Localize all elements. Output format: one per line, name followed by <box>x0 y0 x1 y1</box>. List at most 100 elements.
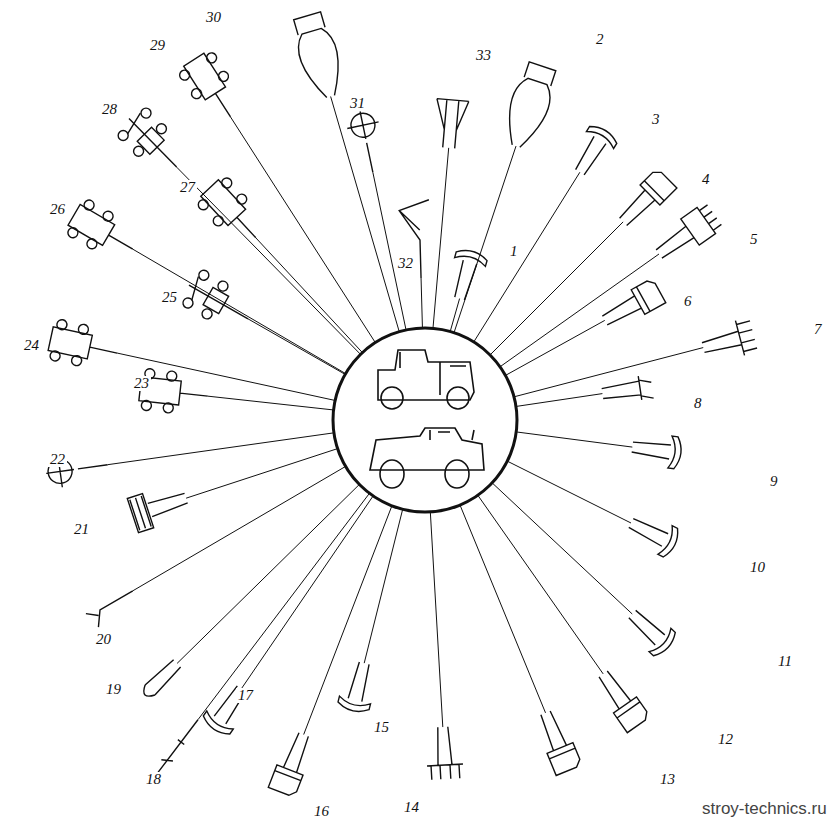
callout-number: 10 <box>748 560 767 575</box>
leader-line <box>133 466 346 590</box>
attachment <box>337 659 380 714</box>
attachment <box>425 726 464 780</box>
callout-number: 29 <box>148 38 167 53</box>
callout-number: 19 <box>104 682 123 697</box>
callout-number: 7 <box>812 322 824 337</box>
attachment <box>289 11 348 102</box>
attachment <box>194 174 271 252</box>
attachment <box>613 168 677 232</box>
leader-line <box>454 146 516 333</box>
callout-number: 33 <box>474 48 493 63</box>
leader-line <box>198 493 369 719</box>
leader-line <box>460 505 546 713</box>
callout-number: 32 <box>396 256 415 271</box>
callout-number: 31 <box>348 96 367 111</box>
attachment <box>46 318 121 373</box>
attachment <box>201 680 255 739</box>
callout-number: 24 <box>22 338 41 353</box>
leader-line <box>516 394 602 407</box>
callout-number: 18 <box>144 772 163 787</box>
callout-number: 16 <box>312 804 331 819</box>
leader-line <box>516 432 632 447</box>
callout-number: 30 <box>204 10 223 25</box>
callout-number: 14 <box>402 800 421 815</box>
leader-line <box>108 433 334 465</box>
callout-number: 25 <box>160 290 179 305</box>
callout-number: 23 <box>132 376 151 391</box>
callout-number: 4 <box>700 172 712 187</box>
callout-number: 12 <box>716 732 735 747</box>
attachment <box>179 267 259 337</box>
attachment <box>621 602 679 659</box>
attachment <box>650 202 724 267</box>
attachment <box>624 509 682 560</box>
leader-line <box>433 148 449 328</box>
attachment <box>598 278 666 333</box>
callout-number: 13 <box>658 772 677 787</box>
attachment <box>140 658 182 700</box>
attachment <box>592 666 651 733</box>
attachment <box>86 587 140 629</box>
attachment <box>630 431 683 469</box>
leader-line <box>450 299 459 332</box>
callout-number: 17 <box>236 688 255 703</box>
leader-line <box>133 249 346 373</box>
attachment <box>433 99 469 150</box>
callout-number: 15 <box>372 720 391 735</box>
watermark: stroy-technics.ru <box>700 800 829 817</box>
leader-line <box>500 254 659 367</box>
callout-number: 11 <box>776 654 794 669</box>
leader-line <box>421 278 422 328</box>
attachment <box>153 717 202 777</box>
leader-line <box>373 172 406 330</box>
callout-number: 3 <box>650 112 662 127</box>
leader-line <box>364 509 402 663</box>
leader-line <box>241 496 373 689</box>
callout-number: 2 <box>594 32 606 47</box>
leader-line <box>304 506 392 735</box>
leader-line <box>514 348 703 397</box>
attachment <box>601 374 654 405</box>
attachment <box>268 730 316 798</box>
tractor-drawings <box>370 350 484 488</box>
leader-line <box>331 96 400 331</box>
leader-line <box>474 172 580 342</box>
callout-number: 26 <box>48 202 67 217</box>
center-circle <box>333 328 517 512</box>
attachment <box>533 708 582 776</box>
callout-number: 21 <box>72 522 91 537</box>
leader-line <box>256 238 363 353</box>
attachment <box>176 48 248 128</box>
attachment <box>127 481 191 533</box>
callout-number: 1 <box>508 244 520 259</box>
leader-line <box>117 353 335 400</box>
callout-number: 27 <box>178 180 197 195</box>
callout-number: 6 <box>682 294 694 309</box>
leader-line <box>505 320 604 375</box>
attachment <box>498 60 560 152</box>
callout-number: 20 <box>94 632 113 647</box>
attachment <box>566 122 619 181</box>
leader-line <box>177 167 361 354</box>
callout-number: 22 <box>48 452 67 467</box>
leader-line <box>430 512 442 727</box>
attachment <box>44 449 110 489</box>
callout-number: 9 <box>768 474 780 489</box>
attachment <box>114 104 192 182</box>
callout-number: 5 <box>748 232 760 247</box>
callout-number: 28 <box>100 102 119 117</box>
leader-line <box>490 222 623 355</box>
leader-line <box>492 483 632 614</box>
leader-line <box>248 319 345 375</box>
attachment <box>344 108 388 175</box>
leader-line <box>478 495 603 674</box>
leader-line <box>186 449 337 499</box>
attachment-drawings <box>44 11 758 798</box>
callout-number: 8 <box>692 396 704 411</box>
leader-line <box>208 396 334 410</box>
attachment <box>64 197 144 268</box>
leader-line <box>231 117 376 343</box>
attachment <box>699 317 758 365</box>
